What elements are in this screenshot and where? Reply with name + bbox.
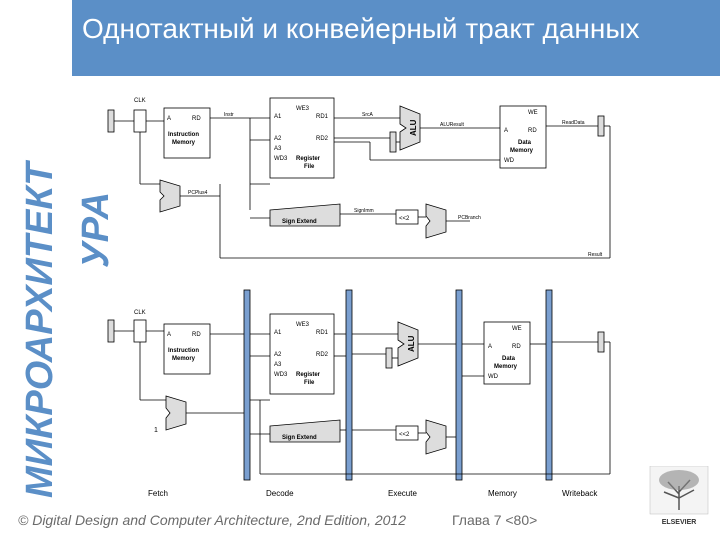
aluresult-label-top: ALUResult [440,122,465,128]
title-bar [72,0,720,76]
pcbranch-label-top: PCBranch [458,215,481,221]
dm-wd-label-bottom: WD [488,374,499,380]
datapath-diagram: CLK A RD Instruction Memory Instr PCPlus… [100,80,620,510]
side-title-line1: МИКРОАРХИТЕКТ [19,160,61,498]
result-label-top: Result [588,252,603,258]
clk-label: CLK [134,98,146,104]
elsevier-logo: ELSEVIER [648,465,710,528]
clk-label-bottom: CLK [134,310,146,316]
instruction-memory-top [163,107,211,159]
srca-label-top: SrcA [362,112,374,118]
dm-we-label-bottom: WE [512,326,522,332]
pc-adder-top [159,179,181,213]
rf-wd3-label-bottom: WD3 [274,372,288,378]
dm-we-label-top: WE [528,110,538,116]
pc-adder-bottom [165,395,187,431]
dm-rd-label-top: RD [528,128,537,134]
result-mux-bottom [597,331,605,353]
im-rd-label: RD [192,116,201,122]
result-mux-top [597,115,605,137]
stage-decode: Decode [266,489,294,498]
adder-one-label: 1 [154,427,158,434]
data-memory-bottom [483,321,531,385]
rf-label1-bottom: Register [296,372,321,378]
signimm-label-top: SignImm [354,208,374,214]
rf-we3-label: WE3 [296,106,310,112]
slide-title: Однотактный и конвейерный тракт данных [82,13,640,44]
data-memory-top [499,105,547,169]
instruction-memory-bottom [163,323,211,375]
copyright-footer: © Digital Design and Computer Architectu… [18,512,407,528]
stage-execute: Execute [388,489,417,498]
stage-writeback: Writeback [562,489,598,498]
branch-adder-top [425,203,447,239]
dm-label1-bottom: Data [502,356,516,362]
im-label2: Memory [172,140,196,146]
dm-wd-label-top: WD [504,158,515,164]
pipelined-datapath: CLK A RD Instruction Memory 1 WE3 A1 A2 … [107,289,611,498]
sign-extend-top [269,203,341,227]
pipeline-reg-ex-mem [455,289,463,481]
instr-label-top: Instr [224,112,234,118]
sign-extend-label-bottom: Sign Extend [282,435,317,441]
shift-label-top: <<2 [399,216,410,222]
dm-a-label-bottom: A [488,344,492,350]
page-number: Глава 7 <80> [452,512,538,528]
im-label1-bottom: Instruction [168,348,199,354]
rf-a2-label-bottom: A2 [274,352,282,358]
pipeline-reg-id-ex [345,289,353,481]
alu-label-bottom: ALU [407,335,416,352]
single-cycle-datapath: CLK A RD Instruction Memory Instr PCPlus… [107,97,611,259]
dm-label2-top: Memory [510,148,534,154]
dm-label2-bottom: Memory [494,364,518,370]
alu-label-top: ALU [409,119,418,136]
pipeline-reg-mem-wb [545,289,553,481]
rf-a1-label: A1 [274,114,282,120]
im-rd-label-bottom: RD [192,332,201,338]
stage-fetch: Fetch [148,489,168,498]
rf-a1-label-bottom: A1 [274,330,282,336]
shift-label-bottom: <<2 [399,432,410,438]
rf-wd3-label: WD3 [274,156,288,162]
im-label2-bottom: Memory [172,356,196,362]
rf-a3-label: A3 [274,146,282,152]
pc-register-bottom [133,319,147,343]
sign-extend-bottom [269,419,341,443]
pipeline-reg-if-id [243,289,251,481]
dm-rd-label-bottom: RD [512,344,521,350]
sign-extend-label-top: Sign Extend [282,219,317,225]
im-a-label: A [167,116,171,122]
srcb-mux-top [389,131,397,153]
stage-memory: Memory [488,489,517,498]
branch-adder-bottom [425,419,447,455]
alu-top [399,105,421,151]
im-label1: Instruction [168,132,199,138]
pc-register-top [133,109,147,133]
srcb-mux-bottom [385,347,393,369]
side-title-line2: УРА [75,192,116,268]
rf-rd2-label: RD2 [316,136,329,142]
im-a-label-bottom: A [167,332,171,338]
pcplus4-label-top: PCPlus4 [188,190,208,196]
rf-a3-label-bottom: A3 [274,362,282,368]
alu-bottom [397,321,419,367]
rf-label2: File [304,164,315,170]
register-file-bottom [269,313,335,395]
rf-rd1-label: RD1 [316,114,329,120]
publisher-name: ELSEVIER [662,519,697,526]
rf-label1: Register [296,156,321,162]
dm-a-label-top: A [504,128,508,134]
dm-label1-top: Data [518,140,532,146]
side-title: МИКРОАРХИТЕКТ УРА [6,20,116,500]
rf-we3-label-bottom: WE3 [296,322,310,328]
readdata-label-top: ReadData [562,120,585,126]
rf-rd1-label-bottom: RD1 [316,330,329,336]
rf-label2-bottom: File [304,380,315,386]
rf-rd2-label-bottom: RD2 [316,352,329,358]
pc-mux-bottom [107,319,115,343]
pc-mux-top [107,109,115,133]
rf-a2-label: A2 [274,136,282,142]
